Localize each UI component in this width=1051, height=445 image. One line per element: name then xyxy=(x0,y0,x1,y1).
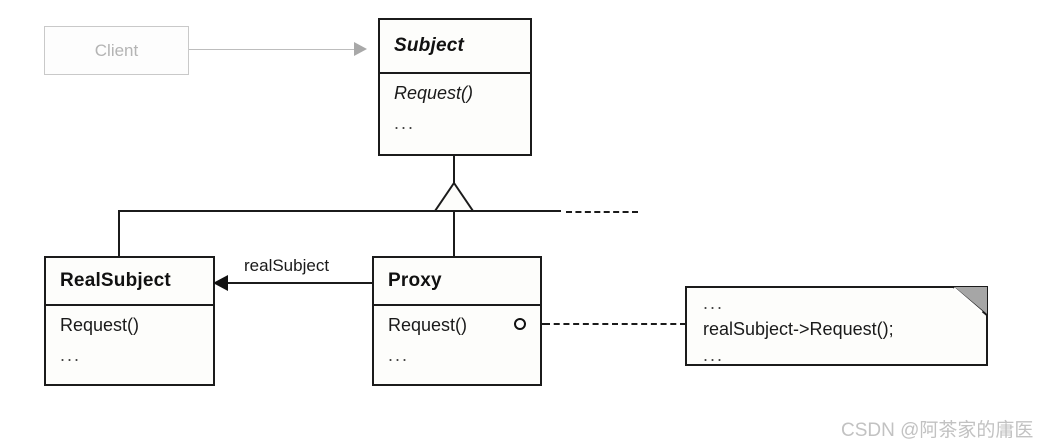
operation-proxy-request: Request() xyxy=(388,315,468,335)
edge-proxy-to-note xyxy=(544,323,686,325)
edge-client-to-subject xyxy=(189,49,354,50)
class-name-proxy: Proxy xyxy=(374,258,540,306)
edge-generalization-bus-dashed xyxy=(566,211,638,213)
note-line-1: realSubject->Request(); xyxy=(703,319,894,340)
class-name-subject: Subject xyxy=(380,20,530,74)
arrowhead-proxy-to-realsubject xyxy=(213,275,228,291)
operation-realsubject-request: Request() xyxy=(60,315,140,335)
edge-generalization-to-proxy xyxy=(453,210,455,258)
class-box-proxy[interactable]: Proxy Request() ... xyxy=(372,256,542,386)
edge-generalization-stem xyxy=(453,156,455,183)
class-box-subject[interactable]: Subject Request() ... xyxy=(378,18,532,156)
generalization-triangle xyxy=(433,181,475,212)
operation-subject-request: Request() xyxy=(394,83,474,103)
note-line-0: ... xyxy=(703,293,725,313)
note-line-2: ... xyxy=(703,345,725,366)
class-name-realsubject: RealSubject xyxy=(46,258,213,306)
watermark-text: CSDN @阿茶家的庸医 xyxy=(841,420,1034,441)
note-box-proxy-request[interactable]: ... realSubject->Request(); ... xyxy=(685,286,988,366)
class-box-realsubject[interactable]: RealSubject Request() ... xyxy=(44,256,215,386)
edge-generalization-bus xyxy=(118,210,561,212)
edge-proxy-to-realsubject xyxy=(228,282,374,284)
operation-realsubject-ellipsis: ... xyxy=(60,344,82,365)
class-box-client[interactable]: Client xyxy=(44,26,189,75)
class-operations-proxy: Request() ... xyxy=(374,306,540,371)
arrowhead-client-to-subject xyxy=(354,42,367,56)
operation-proxy-ellipsis: ... xyxy=(388,344,410,365)
operation-subject-ellipsis: ... xyxy=(394,112,416,133)
note-anchor-ball xyxy=(514,318,526,330)
class-operations-realsubject: Request() ... xyxy=(46,306,213,371)
role-label-realsubject: realSubject xyxy=(244,256,330,275)
class-name-client: Client xyxy=(94,40,139,60)
class-operations-subject: Request() ... xyxy=(380,74,530,139)
edge-generalization-to-realsubject xyxy=(118,210,120,258)
